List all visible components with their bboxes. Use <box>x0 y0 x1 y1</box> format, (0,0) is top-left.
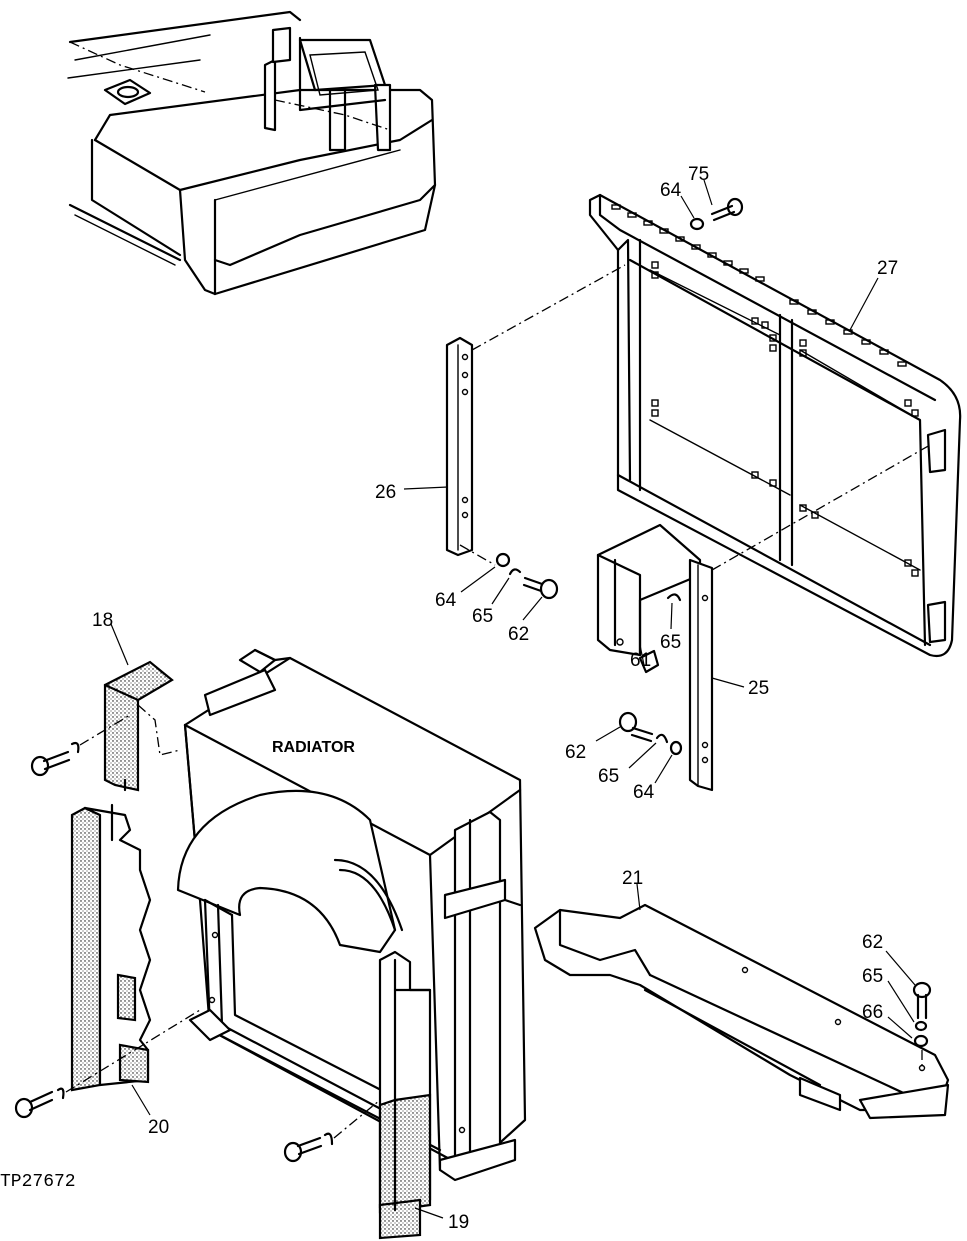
shroud-panel-27 <box>588 193 962 658</box>
callout-18: 18 <box>92 610 113 631</box>
washer-66 <box>913 1034 929 1048</box>
washer-64-low <box>669 740 683 756</box>
callout-26: 26 <box>375 482 396 503</box>
bolt-62-mid <box>522 576 559 600</box>
bolt-75 <box>710 197 744 222</box>
callout-27: 27 <box>877 258 898 279</box>
seal-18 <box>103 660 181 792</box>
bolt-18 <box>30 714 131 777</box>
support-21 <box>533 903 950 1120</box>
bolt-20 <box>14 1009 201 1119</box>
seal-20 <box>70 803 152 1092</box>
panel-mounting-holes <box>651 261 919 577</box>
callout-20: 20 <box>148 1117 169 1138</box>
callout-25: 25 <box>748 678 769 699</box>
bolt-62-br <box>912 981 932 1020</box>
lockwasher-65-right <box>666 593 682 602</box>
callout-65-mid: 65 <box>472 606 493 627</box>
callout-75: 75 <box>688 164 709 185</box>
washer-64-mid <box>495 552 511 568</box>
callout-65-low: 65 <box>598 766 619 787</box>
lockwasher-65-br <box>914 1020 928 1032</box>
panel-vent-slots <box>611 204 907 367</box>
bolt-19 <box>283 1099 381 1163</box>
callout-64-top: 64 <box>660 180 682 201</box>
seal-19 <box>378 950 432 1240</box>
callout-62-br: 62 <box>862 932 883 953</box>
callout-62-low: 62 <box>565 742 586 763</box>
radiator-label: RADIATOR <box>272 739 355 756</box>
callout-66: 66 <box>862 1002 883 1023</box>
callout-62-mid: 62 <box>508 624 529 645</box>
radiator-assembly <box>176 648 527 1182</box>
bolt-62-low <box>618 711 654 743</box>
callout-65-right: 65 <box>660 632 681 653</box>
leader-lines <box>110 179 916 1219</box>
callout-65-br: 65 <box>862 966 883 987</box>
bracket-25 <box>596 444 931 792</box>
callout-61: 61 <box>630 650 651 671</box>
lockwasher-65-low <box>655 733 669 744</box>
bracket-26 <box>445 264 626 566</box>
callout-19: 19 <box>448 1212 469 1233</box>
callout-64-low: 64 <box>633 782 655 803</box>
nut-61 <box>638 649 660 674</box>
machine-hood-overview <box>67 10 437 296</box>
callout-64-mid: 64 <box>435 590 457 611</box>
washer-64-top <box>689 217 705 231</box>
callout-21: 21 <box>622 868 643 889</box>
figure-code: TP27672 <box>0 1172 76 1192</box>
lockwasher-65-mid <box>508 568 522 576</box>
